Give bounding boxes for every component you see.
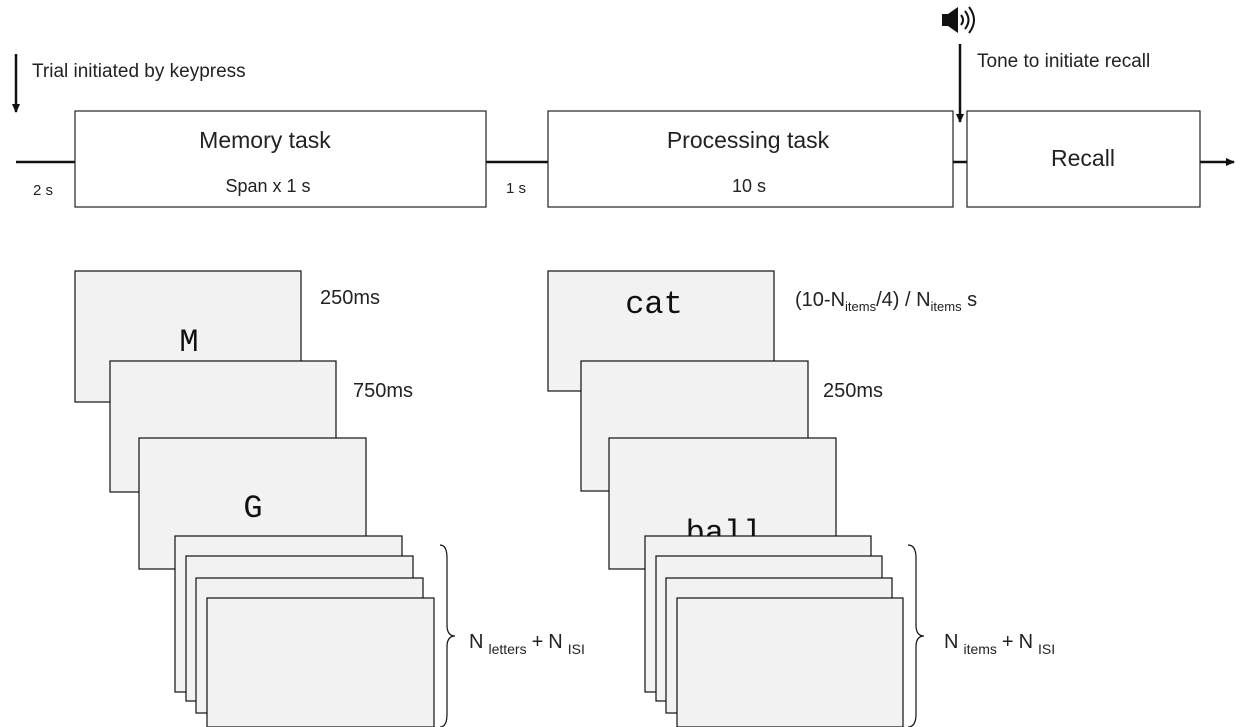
letter-display-time: 250ms [320, 287, 380, 309]
tone-label: Tone to initiate recall [977, 51, 1150, 72]
stacked-frame [206, 597, 435, 727]
speaker-icon [942, 6, 975, 34]
processing-word: cat [625, 286, 683, 323]
processing-count-brace [907, 544, 925, 727]
memory-letter: M [179, 324, 198, 361]
recall-box [966, 110, 1201, 208]
memory-letter: G [243, 490, 262, 527]
trial-start-label: Trial initiated by keypress [32, 61, 246, 82]
processing-stream: cat ball (10-Nitems/4) / Nitems s 250ms … [547, 270, 1055, 727]
memory-count-brace [439, 544, 456, 727]
timeline: Trial initiated by keypress Memory task … [12, 6, 1235, 208]
letter-isi-time: 750ms [353, 380, 413, 402]
memory-task-box [74, 110, 487, 208]
recall-title: Recall [1051, 145, 1115, 171]
processing-task-title: Processing task [667, 127, 830, 153]
word-isi-time: 250ms [823, 380, 883, 402]
word-display-formula: (10-Nitems/4) / Nitems s [795, 289, 977, 314]
processing-task-duration: 10 s [732, 176, 766, 196]
pre-memory-gap-label: 2 s [33, 182, 53, 199]
memory-task-duration: Span x 1 s [225, 176, 310, 196]
memory-task-title: Memory task [199, 127, 331, 153]
stacked-frame [676, 597, 904, 727]
inter-task-gap-label: 1 s [506, 180, 526, 197]
processing-task-box [547, 110, 954, 208]
